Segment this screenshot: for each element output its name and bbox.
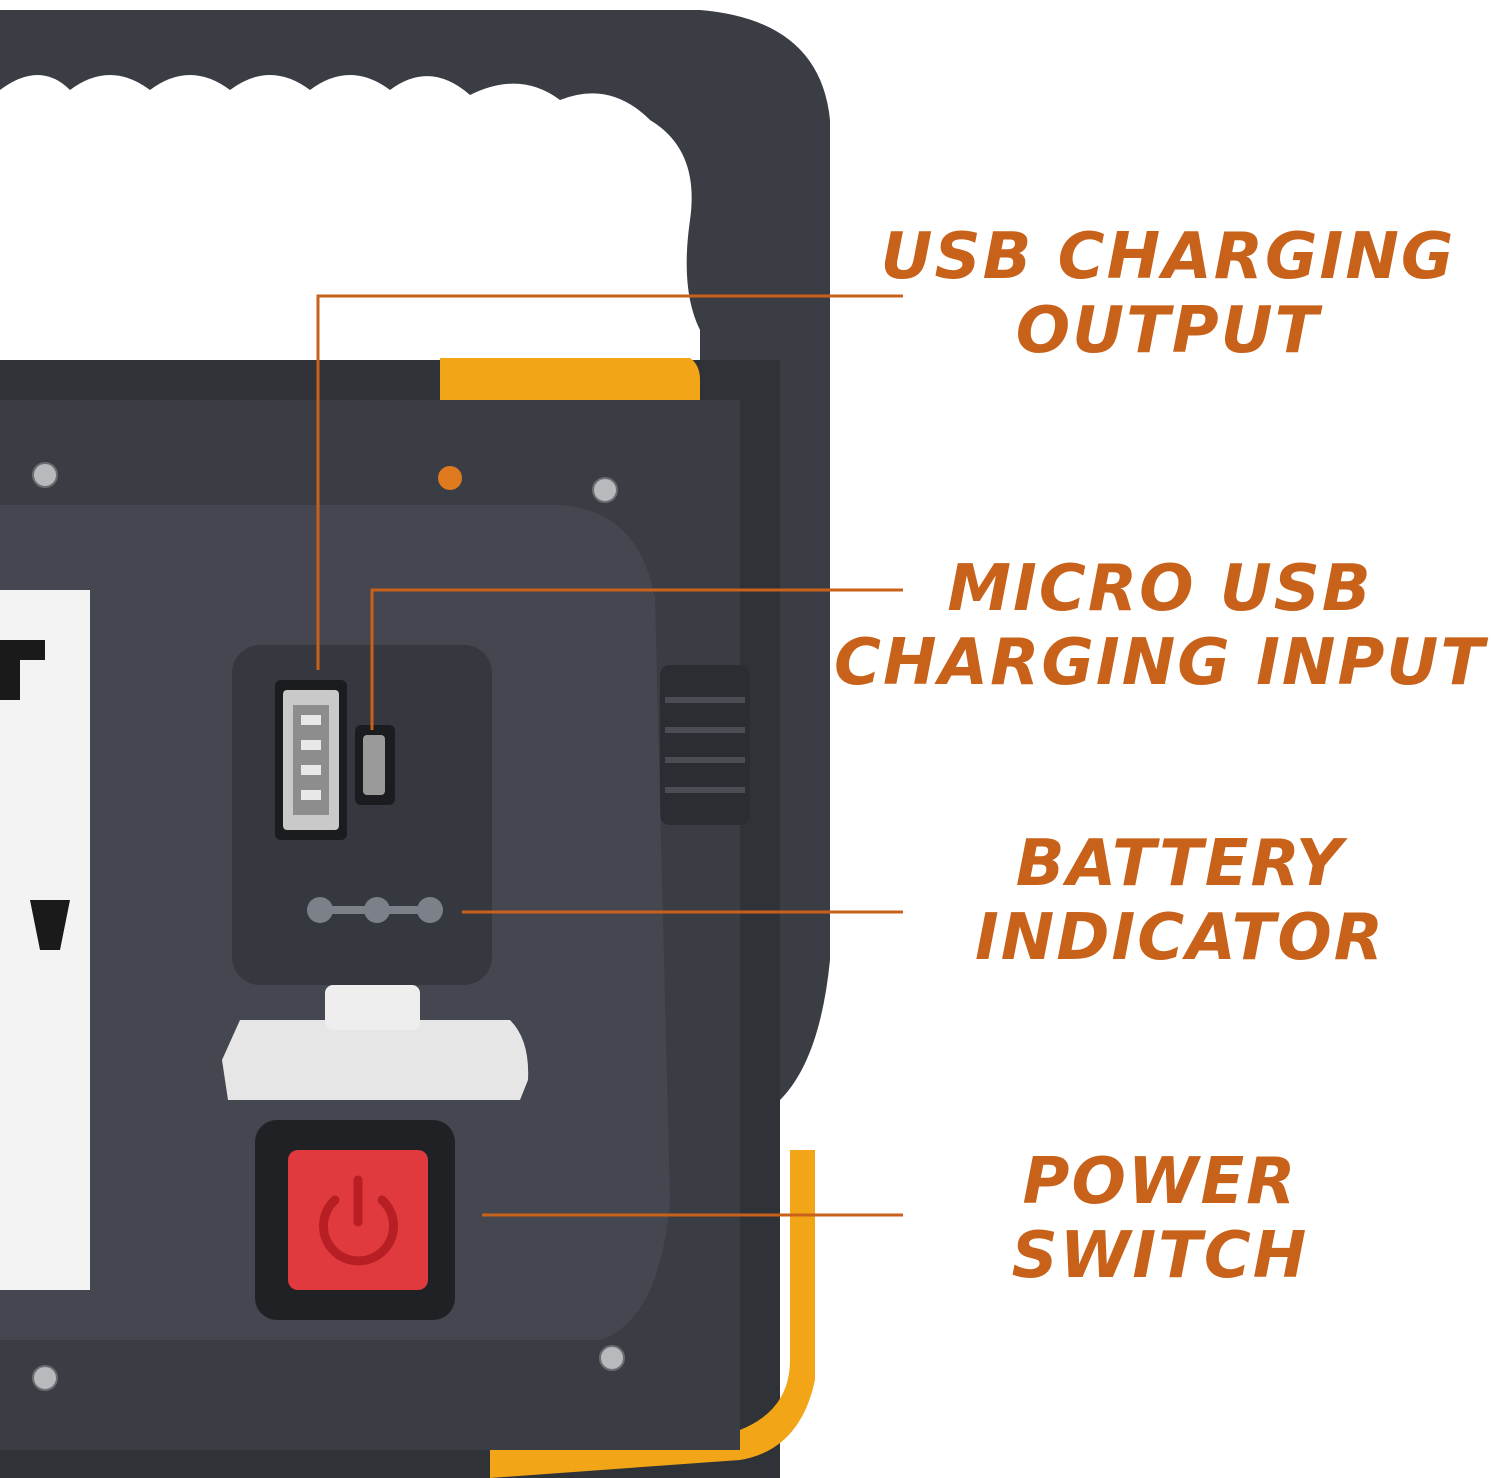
usb-output-line2: OUTPUT <box>1015 294 1321 368</box>
power-icon <box>319 1175 398 1266</box>
bumper-top <box>440 358 700 400</box>
usb-a-port-icon <box>275 680 347 840</box>
battery-indicator-line2: INDICATOR <box>974 901 1386 975</box>
power-switch-line2: SWITCH <box>1011 1219 1309 1293</box>
battery-indicator-leds <box>307 897 443 923</box>
usb-output-line1: USB CHARGING <box>880 220 1456 294</box>
callout-lines <box>316 294 903 1217</box>
screws <box>32 462 625 1391</box>
vent-ribs <box>665 697 745 793</box>
micro-usb-label: MICRO USB CHARGING INPUT <box>830 557 1490 695</box>
orange-marker <box>438 466 462 490</box>
port-recess <box>232 645 492 985</box>
micro-usb-line <box>370 588 903 730</box>
micro-usb-line1: MICRO USB <box>947 552 1373 626</box>
micro-usb-port-icon <box>355 725 395 805</box>
side-vent <box>660 665 750 825</box>
handle-opening <box>0 75 700 360</box>
power-switch-label: POWER SWITCH <box>960 1150 1360 1288</box>
power-switch-line1: POWER <box>1022 1145 1298 1219</box>
label-logo <box>0 640 45 700</box>
battery-indicator-line1: BATTERY <box>1015 827 1345 901</box>
label-logo <box>30 900 70 950</box>
usb-output-label: USB CHARGING OUTPUT <box>868 225 1468 363</box>
battery-indicator-label: BATTERY INDICATOR <box>930 832 1430 970</box>
usb-output-line <box>316 294 903 670</box>
micro-usb-line2: CHARGING INPUT <box>834 626 1486 700</box>
port-cover-tab <box>325 985 420 1030</box>
port-cover <box>222 1020 529 1100</box>
